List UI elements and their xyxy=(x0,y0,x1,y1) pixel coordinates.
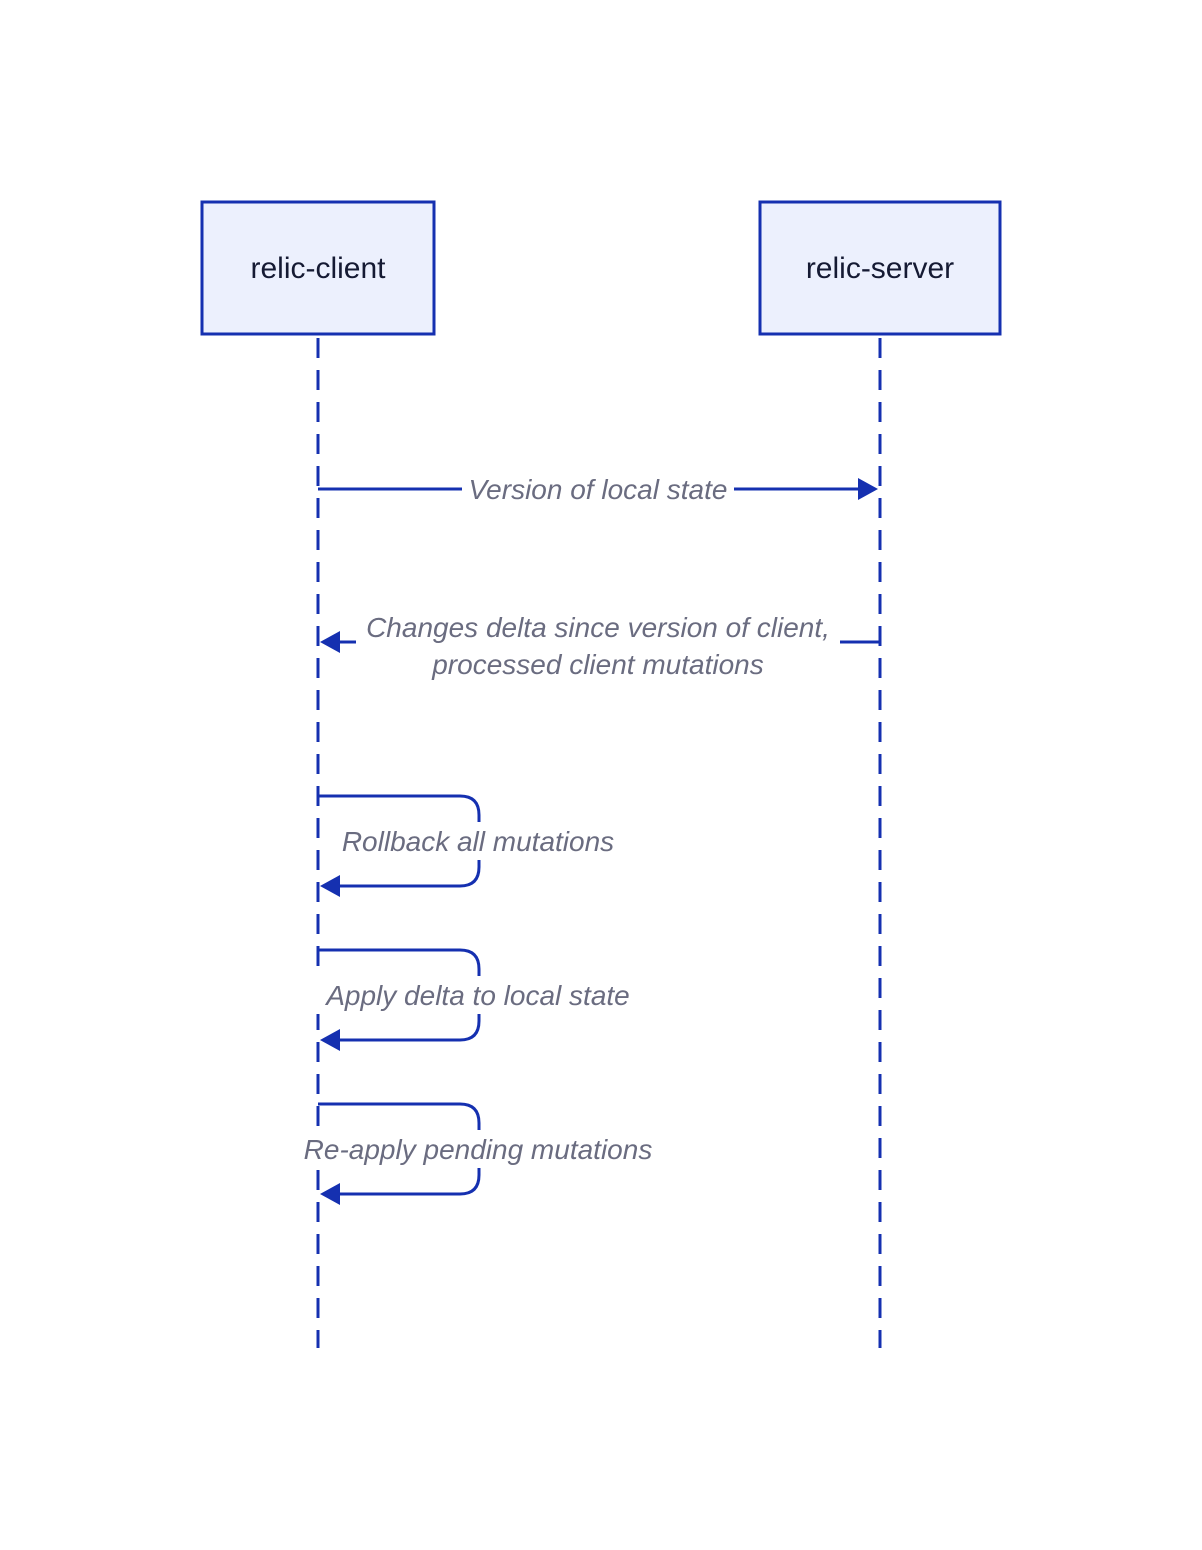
self-message-apply-delta-label-bg xyxy=(314,976,642,1014)
self-message-apply-delta-label: Apply delta to local state xyxy=(324,980,630,1011)
message-delta-response-arrowhead xyxy=(320,631,340,653)
self-message-apply-delta-arrowhead xyxy=(320,1029,340,1051)
self-message-reapply: Re-apply pending mutations xyxy=(290,1102,668,1205)
client-actor-label: relic-client xyxy=(250,252,386,285)
self-message-reapply-label-bg xyxy=(290,1130,668,1168)
self-message-reapply-arrowhead xyxy=(320,1183,340,1205)
self-message-rollback-label-bg xyxy=(330,822,626,860)
message-delta-response: Changes delta since version of client, p… xyxy=(320,606,880,686)
client-actor-box xyxy=(200,200,436,336)
message-delta-response-label-line2: processed client mutations xyxy=(431,649,764,680)
message-version-request: Version of local state xyxy=(318,470,878,508)
server-actor: relic-server xyxy=(758,200,1002,336)
self-message-rollback-label: Rollback all mutations xyxy=(342,826,614,857)
self-message-apply-delta: Apply delta to local state xyxy=(314,948,642,1051)
message-version-request-label: Version of local state xyxy=(469,474,728,505)
server-actor-label: relic-server xyxy=(806,252,954,285)
self-message-reapply-label: Re-apply pending mutations xyxy=(304,1134,653,1165)
message-delta-response-label-line1: Changes delta since version of client, xyxy=(366,612,830,643)
message-delta-response-label-bg xyxy=(356,606,840,686)
self-message-rollback: Rollback all mutations xyxy=(318,794,626,897)
server-actor-box xyxy=(758,200,1002,336)
message-version-request-arrowhead xyxy=(858,478,878,500)
client-actor: relic-client xyxy=(200,200,436,336)
message-version-request-label-bg xyxy=(462,470,734,508)
self-message-rollback-arrowhead xyxy=(320,875,340,897)
